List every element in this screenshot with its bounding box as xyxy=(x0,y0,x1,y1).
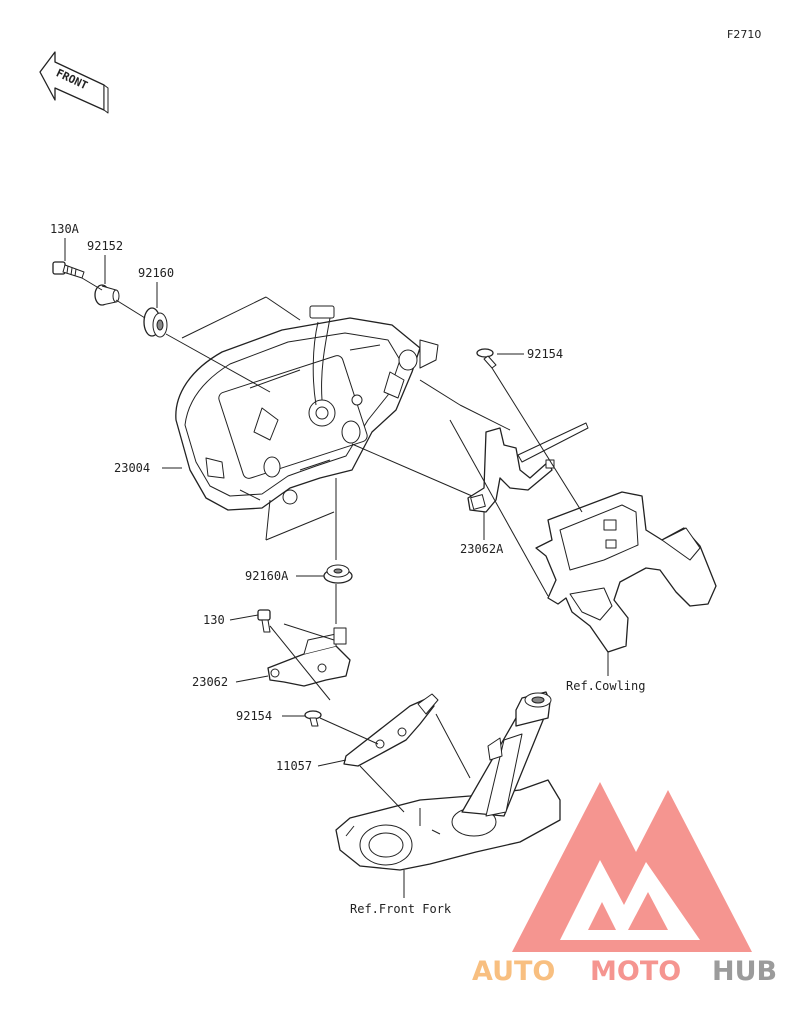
bolt-130-drawing xyxy=(257,609,271,633)
label-92160A: 92160A xyxy=(245,569,289,583)
bracket-11057-drawing xyxy=(343,693,439,767)
screw-92154-low-drawing xyxy=(304,710,322,727)
screw-92154-top-drawing xyxy=(476,348,497,369)
leader-lines xyxy=(64,238,609,898)
watermark-auto: AUTO xyxy=(472,956,555,987)
label-23004: 23004 xyxy=(114,461,150,475)
collar-92152-drawing xyxy=(94,284,120,306)
label-92160: 92160 xyxy=(138,266,174,280)
grommet-92160-drawing xyxy=(143,307,168,338)
label-23062A: 23062A xyxy=(460,542,504,556)
watermark-hub: HUB xyxy=(712,956,777,987)
automotohub-logo: AUTO MOTO HUB xyxy=(472,782,777,987)
figure-id: F2710 xyxy=(727,28,761,41)
ref-front-fork-label: Ref.Front Fork xyxy=(350,902,452,916)
bracket-23062A-drawing xyxy=(467,422,589,513)
steering-stem-drawing xyxy=(335,691,561,871)
bolt-130A-drawing xyxy=(52,261,85,279)
label-92152: 92152 xyxy=(87,239,123,253)
grommet-92160A-drawing xyxy=(323,564,353,584)
label-92154-low: 92154 xyxy=(236,709,272,723)
label-23062: 23062 xyxy=(192,675,228,689)
label-92154-top: 92154 xyxy=(527,347,563,361)
meter-assembly-drawing xyxy=(175,305,439,511)
label-11057: 11057 xyxy=(276,759,312,773)
bracket-23062-drawing xyxy=(267,627,351,687)
cowling-stay-drawing xyxy=(535,491,717,653)
front-arrow-icon: FRONT xyxy=(39,51,109,114)
ref-cowling-label: Ref.Cowling xyxy=(566,679,645,693)
label-130: 130 xyxy=(203,613,225,627)
watermark-moto: MOTO xyxy=(590,956,681,987)
label-130A: 130A xyxy=(50,222,80,236)
